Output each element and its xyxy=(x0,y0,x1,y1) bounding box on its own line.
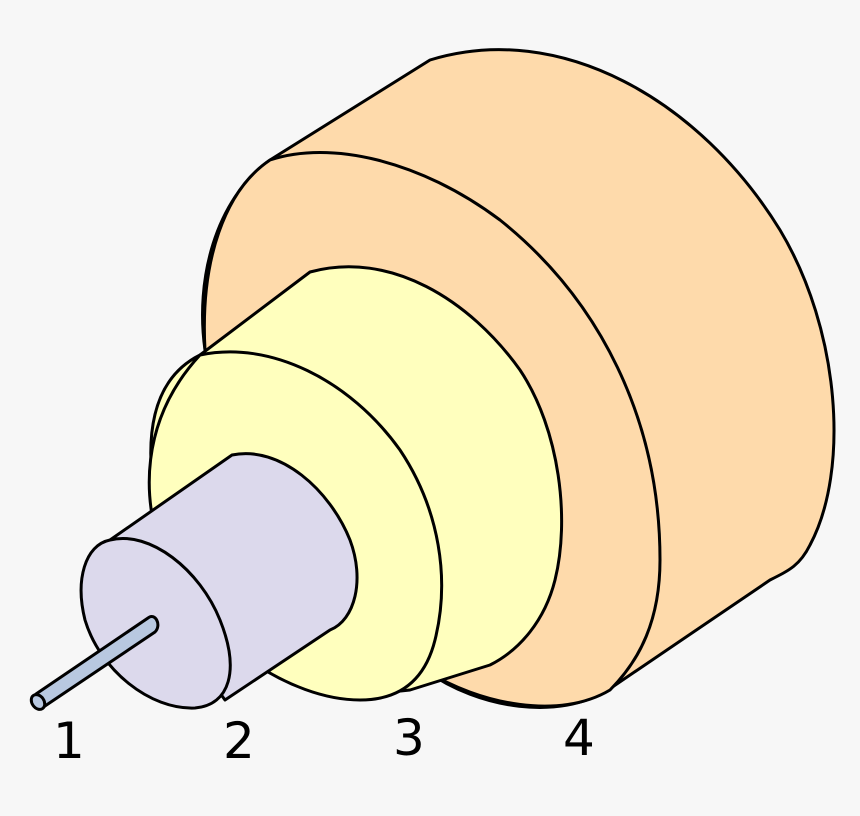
label-1: 1 xyxy=(53,712,85,770)
label-3: 3 xyxy=(393,709,425,767)
label-4: 4 xyxy=(563,709,595,767)
layer-1-core xyxy=(29,615,160,711)
label-2: 2 xyxy=(223,712,255,770)
